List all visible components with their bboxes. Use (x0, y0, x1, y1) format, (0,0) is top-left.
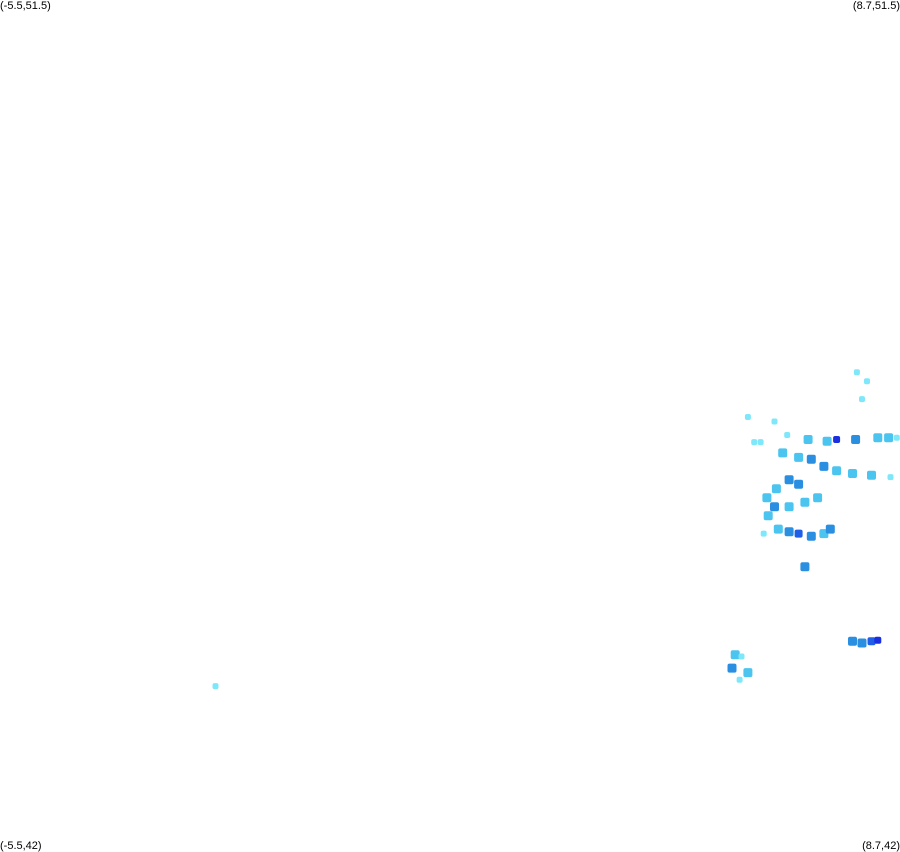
corner-label-top-left: (-5.5,51.5) (0, 0, 51, 12)
precip-cell-low (848, 469, 857, 478)
precip-cell-light (893, 434, 900, 441)
precip-cell-light (738, 653, 745, 660)
precip-cell-low (800, 497, 810, 507)
precip-cell-low (803, 435, 813, 444)
precip-cell-low (773, 524, 783, 534)
precip-cell-light (853, 369, 860, 376)
precip-cell-light (751, 439, 758, 446)
precip-cell-medium (825, 524, 835, 534)
precip-cell-light (771, 418, 778, 425)
corner-label-bottom-right: (8.7,42) (862, 840, 900, 852)
precip-cell-medium (784, 475, 794, 485)
precip-cell-low (771, 484, 781, 494)
corner-label-top-right: (8.7,51.5) (852, 0, 900, 12)
precip-cell-light (887, 474, 894, 481)
precip-cell-medium (857, 638, 867, 648)
precip-cell-low (884, 433, 894, 443)
precip-cell-high (867, 637, 876, 646)
precip-cell-low (813, 493, 823, 503)
precip-cell-light (757, 439, 764, 446)
precip-cell-medium (800, 562, 810, 572)
precip-cell-medium (770, 502, 779, 512)
precip-cell-low (832, 466, 842, 476)
precip-cell-light (760, 530, 767, 537)
precip-cell-high (794, 529, 803, 538)
precip-cell-low (778, 448, 788, 458)
precip-cell-low (867, 470, 876, 480)
precip-cell-medium (848, 636, 857, 646)
precip-cell-low (784, 502, 794, 512)
precip-cell-medium (727, 663, 737, 673)
precip-cell-light (212, 683, 219, 690)
precip-cell-medium (851, 435, 861, 444)
precip-cell-low (873, 433, 883, 443)
precip-cell-low (794, 452, 804, 462)
precip-cell-medium (784, 527, 794, 537)
precip-cell-very-high (833, 436, 841, 443)
precip-cell-low (730, 650, 740, 660)
precip-cell-medium (819, 461, 829, 471)
precip-cell-medium (794, 479, 804, 489)
precipitation-cells (212, 369, 900, 690)
precip-cell-light (859, 396, 865, 403)
precip-cell-low (743, 668, 753, 678)
precip-cell-light (864, 378, 870, 385)
corner-label-bottom-left: (-5.5,42) (0, 840, 42, 852)
precip-cell-light (784, 432, 791, 438)
precip-cell-light (744, 414, 751, 420)
precip-cell-medium (806, 454, 816, 464)
precip-cell-light (736, 676, 743, 683)
precip-cell-medium (806, 531, 816, 541)
precip-cell-low (762, 493, 772, 503)
precip-cell-low (822, 436, 832, 446)
precip-cell-very-high (874, 636, 882, 644)
precip-cell-low (763, 511, 773, 521)
